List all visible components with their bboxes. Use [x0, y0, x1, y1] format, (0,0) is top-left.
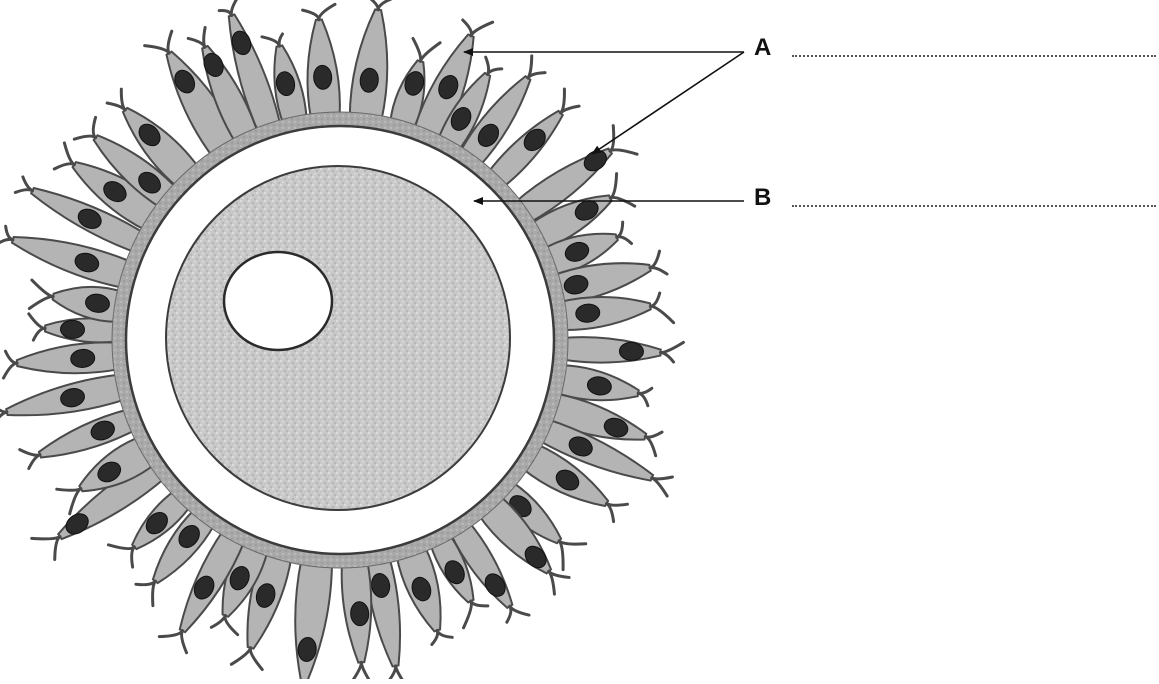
cell-process: [638, 393, 648, 406]
follicle-cell: [561, 337, 660, 362]
cell-process: [231, 648, 250, 664]
cell-process: [29, 314, 45, 329]
cell-process: [159, 631, 182, 637]
cell-process: [617, 237, 632, 244]
cell-process: [617, 222, 623, 237]
cell-process: [57, 489, 81, 491]
cell-process: [250, 648, 262, 670]
cell-process: [645, 432, 662, 437]
cell-process: [650, 268, 667, 274]
cell-process: [364, 0, 378, 10]
follicle-cell: [295, 559, 332, 679]
cell-process: [93, 117, 95, 137]
cell-process: [231, 0, 239, 15]
cell-process: [650, 251, 659, 268]
cell-process: [471, 601, 488, 606]
cell-process: [349, 662, 361, 679]
follicle-cell: [559, 297, 651, 330]
cell-process: [211, 616, 225, 628]
cell-process: [486, 57, 489, 74]
cell-process: [420, 43, 440, 62]
cell-process: [6, 226, 13, 240]
cell-process: [54, 164, 74, 169]
oocyte-cytoplasm: [166, 166, 510, 510]
cell-process: [384, 666, 395, 679]
cell-process: [645, 437, 655, 456]
follicle-cell-nucleus: [619, 342, 644, 361]
cell-process: [463, 20, 472, 36]
cell-process: [153, 581, 156, 605]
cell-process: [464, 601, 472, 628]
cell-process: [610, 174, 616, 198]
cell-process: [168, 31, 172, 53]
cell-process: [70, 489, 81, 514]
label-b: B: [754, 186, 771, 210]
answer-line-a[interactable]: [792, 55, 1156, 57]
cell-process: [74, 136, 95, 139]
follicle-cell: [350, 9, 388, 121]
cell-process: [182, 631, 187, 653]
cell-process: [3, 363, 17, 378]
answer-line-b[interactable]: [792, 205, 1156, 207]
arrow-a-lower: [592, 52, 744, 154]
cell-process: [610, 150, 637, 154]
cell-process: [396, 666, 407, 679]
cell-process: [610, 197, 634, 206]
cell-process: [361, 662, 371, 679]
cell-process: [610, 126, 614, 151]
cell-process: [437, 630, 452, 637]
cell-process: [607, 503, 628, 505]
follicle-cell-nucleus: [60, 320, 85, 339]
cell-process: [55, 537, 60, 560]
cell-process: [29, 297, 53, 309]
cell-process: [661, 353, 674, 362]
cell-process: [471, 22, 493, 36]
cell-process: [378, 0, 391, 10]
cell-process: [262, 37, 279, 46]
cell-process: [225, 616, 238, 635]
cell-process: [303, 10, 319, 20]
cell-process: [638, 388, 652, 393]
cell-process: [559, 541, 586, 544]
cell-process: [20, 450, 40, 456]
cell-process: [145, 46, 169, 54]
cell-process: [64, 143, 74, 165]
cell-process: [413, 38, 421, 61]
cell-process: [652, 478, 667, 496]
cell-process: [661, 342, 684, 352]
label-a: A: [754, 36, 771, 60]
cell-process: [650, 293, 659, 306]
cell-process: [650, 306, 673, 322]
cell-process: [510, 606, 529, 615]
cell-process: [219, 11, 231, 16]
cell-process: [32, 280, 53, 297]
cell-process: [29, 455, 40, 469]
oocyte-nucleus: [224, 252, 332, 350]
cell-process: [5, 351, 17, 363]
cell-process: [108, 545, 134, 549]
follicle-cell: [17, 342, 120, 373]
cell-process: [32, 537, 60, 539]
cell-process: [0, 412, 7, 423]
cell-process: [559, 541, 563, 570]
cell-process: [15, 190, 32, 193]
cell-process: [132, 547, 135, 567]
cell-process: [319, 4, 335, 19]
cell-process: [561, 89, 565, 113]
cell-process: [652, 477, 673, 479]
cell-process: [33, 328, 45, 340]
